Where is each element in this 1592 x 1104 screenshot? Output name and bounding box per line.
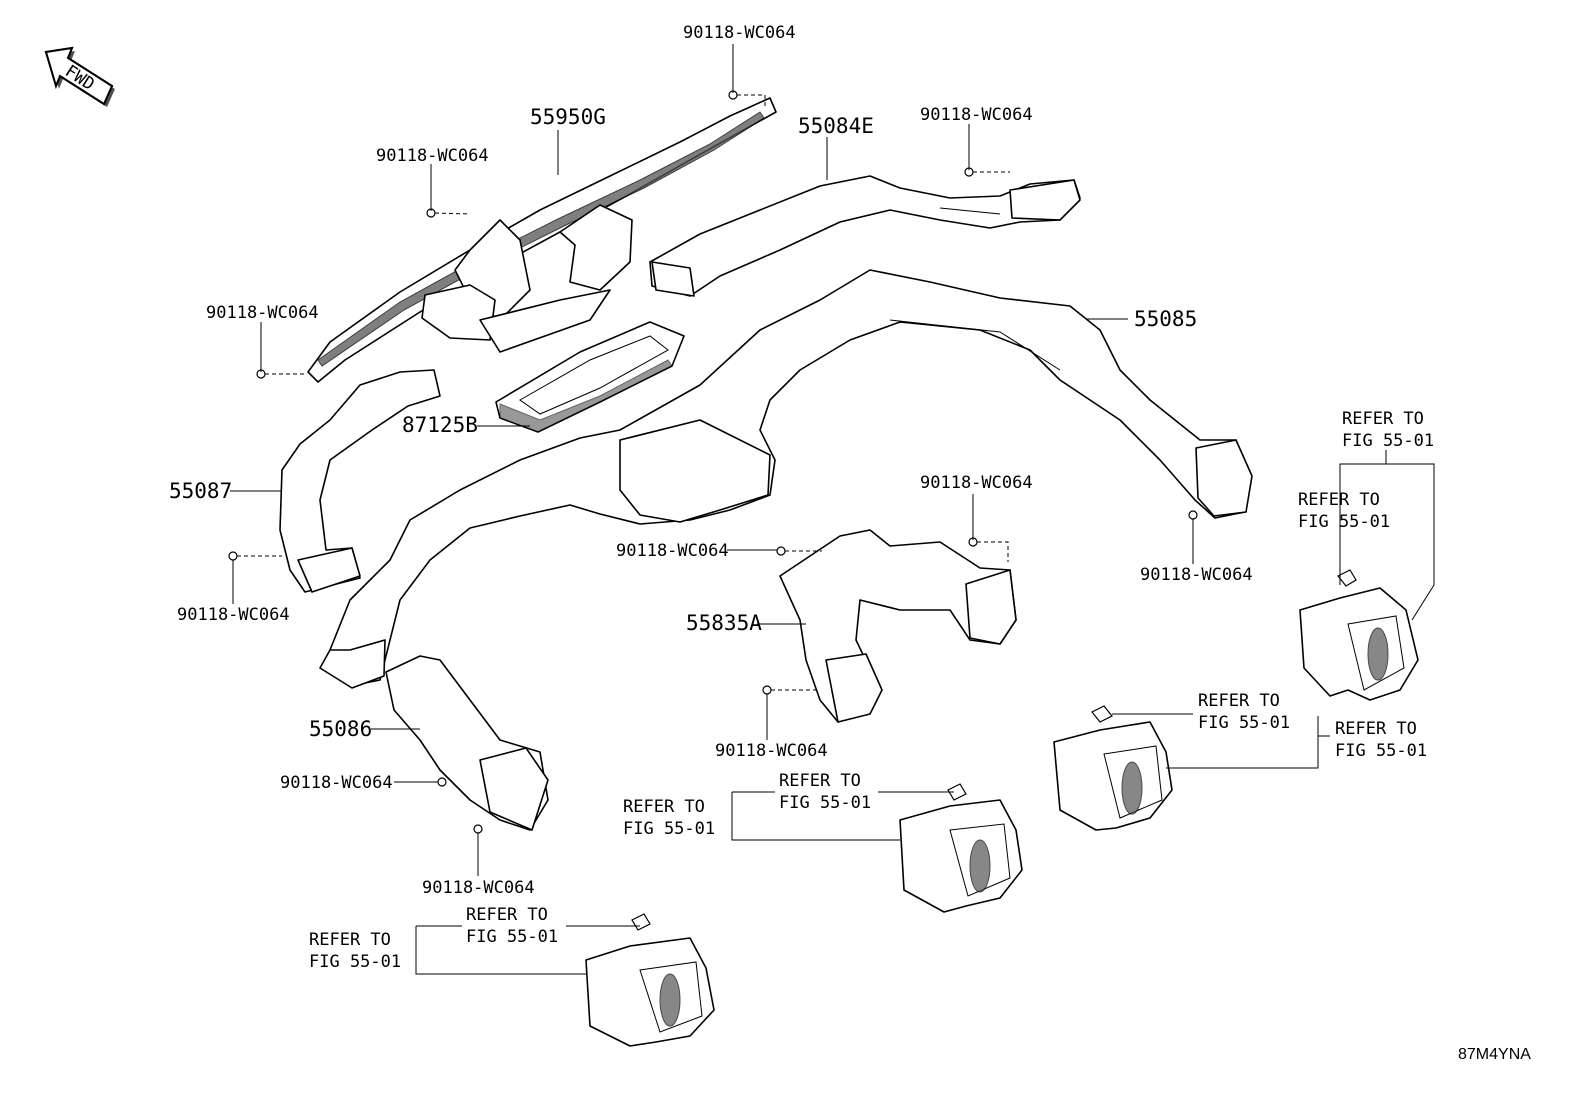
leader-lines xyxy=(230,44,1435,975)
part-label-55084E: 55084E xyxy=(798,114,874,138)
part-55835A-duct xyxy=(779,529,1017,723)
vent-assembly-right-top xyxy=(1299,587,1419,701)
svg-text:FIG 55-01: FIG 55-01 xyxy=(1342,431,1434,451)
part-55085-main-duct xyxy=(319,269,1253,689)
screw-label-center-right: 90118-WC064 xyxy=(920,473,1033,493)
svg-text:REFER TO: REFER TO xyxy=(1198,691,1280,711)
screw-icon xyxy=(437,777,447,787)
screw-label-center: 90118-WC064 xyxy=(616,541,729,561)
svg-text:FIG 55-01: FIG 55-01 xyxy=(623,819,715,839)
part-87125B-tray xyxy=(495,321,685,433)
screw-icon xyxy=(762,685,772,695)
image-code: 87M4YNA xyxy=(1458,1046,1531,1063)
svg-text:REFER TO: REFER TO xyxy=(623,797,705,817)
clip-icon xyxy=(631,913,651,931)
clip-icon xyxy=(947,783,967,801)
svg-text:FIG 55-01: FIG 55-01 xyxy=(309,952,401,972)
screw-label-upper-left: 90118-WC064 xyxy=(376,146,489,166)
refer-note: REFER TO FIG 55-01 xyxy=(309,930,401,972)
screw-icon xyxy=(473,824,483,834)
refer-note: REFER TO FIG 55-01 xyxy=(623,797,715,839)
svg-text:REFER TO: REFER TO xyxy=(466,905,548,925)
part-55087-left-duct xyxy=(279,369,441,593)
part-label-55087: 55087 xyxy=(169,479,232,503)
screw-label-right: 90118-WC064 xyxy=(1140,565,1253,585)
screw-icon xyxy=(1188,510,1198,520)
svg-text:REFER TO: REFER TO xyxy=(1298,490,1380,510)
part-55086-lower-duct xyxy=(385,655,549,831)
screw-label-left-lower: 90118-WC064 xyxy=(177,605,290,625)
svg-text:FIG 55-01: FIG 55-01 xyxy=(1335,741,1427,761)
svg-text:REFER TO: REFER TO xyxy=(309,930,391,950)
screw-icon xyxy=(228,551,238,561)
screw-label-lower-center: 90118-WC064 xyxy=(715,741,828,761)
clip-icon xyxy=(1091,705,1113,723)
refer-note: REFER TO FIG 55-01 xyxy=(1298,490,1390,532)
screw-label-upper-right: 90118-WC064 xyxy=(920,105,1033,125)
vent-assembly-left xyxy=(585,937,715,1047)
screw-label-bottom: 90118-WC064 xyxy=(422,878,535,898)
part-55084E-duct xyxy=(649,175,1081,297)
vent-assembly-right-bottom xyxy=(1053,721,1173,831)
svg-text:FIG 55-01: FIG 55-01 xyxy=(779,793,871,813)
svg-text:REFER TO: REFER TO xyxy=(1335,719,1417,739)
svg-text:FIG 55-01: FIG 55-01 xyxy=(1198,713,1290,733)
part-label-55950G: 55950G xyxy=(530,105,606,129)
screw-label-lower-left: 90118-WC064 xyxy=(280,773,393,793)
refer-note: REFER TO FIG 55-01 xyxy=(466,905,558,947)
fwd-arrow-icon: FWD xyxy=(44,46,115,107)
part-label-55835A: 55835A xyxy=(686,611,762,635)
refer-note: REFER TO FIG 55-01 xyxy=(779,771,871,813)
svg-text:REFER TO: REFER TO xyxy=(779,771,861,791)
screw-label-top: 90118-WC064 xyxy=(683,23,796,43)
svg-text:REFER TO: REFER TO xyxy=(1342,409,1424,429)
refer-note: REFER TO FIG 55-01 xyxy=(1342,409,1434,451)
svg-text:FIG 55-01: FIG 55-01 xyxy=(1298,512,1390,532)
part-label-55085: 55085 xyxy=(1134,307,1197,331)
refer-note: REFER TO FIG 55-01 xyxy=(1335,719,1427,761)
part-55950G-defroster-grille xyxy=(307,97,777,383)
part-label-55086: 55086 xyxy=(309,717,372,741)
vent-assembly-center xyxy=(899,799,1023,913)
refer-note: REFER TO FIG 55-01 xyxy=(1198,691,1290,733)
svg-text:FIG 55-01: FIG 55-01 xyxy=(466,927,558,947)
screw-label-left: 90118-WC064 xyxy=(206,303,319,323)
screw-icon xyxy=(776,546,786,556)
part-label-87125B: 87125B xyxy=(402,413,478,437)
clip-icon xyxy=(1337,569,1357,587)
